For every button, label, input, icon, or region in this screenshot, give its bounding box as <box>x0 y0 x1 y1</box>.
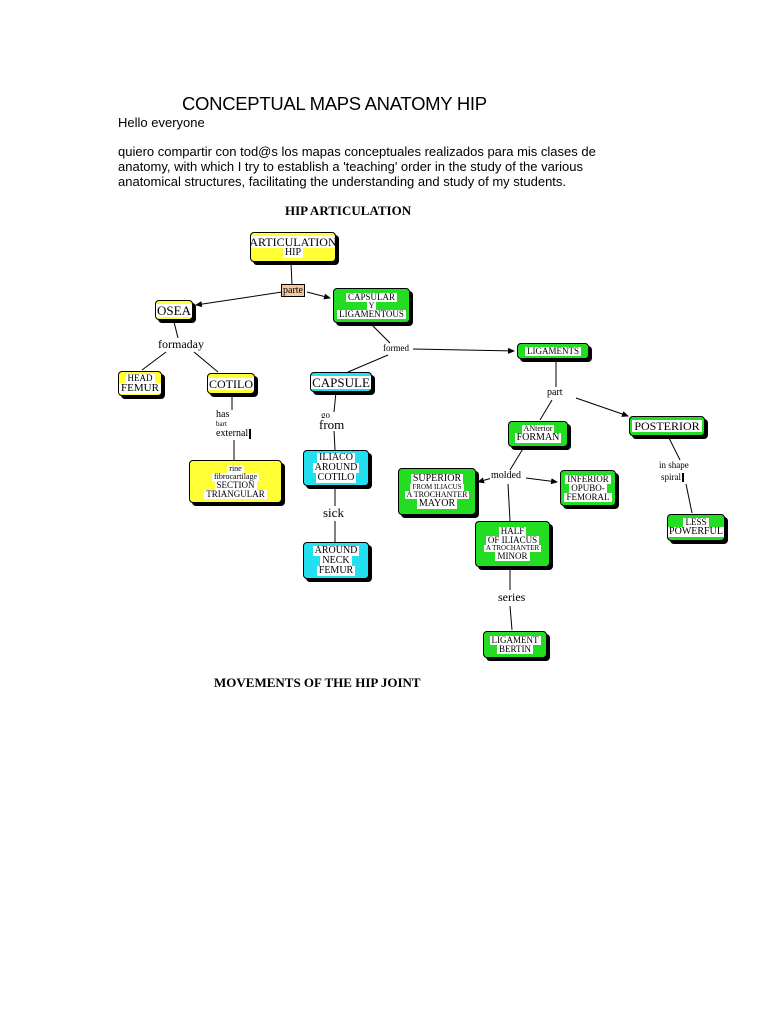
node-line: LIGAMENTOUS <box>337 308 406 319</box>
link-capsule-go <box>333 391 337 413</box>
node-line: FEMUR <box>316 564 356 576</box>
node-line: MINOR <box>495 551 530 561</box>
node-line: HIP <box>282 247 304 258</box>
label-in-shape: in shape <box>658 460 690 470</box>
node-capsule[interactable]: CAPSULE <box>310 372 372 392</box>
node-line: A TROCHANTER <box>483 544 542 552</box>
link-parte-capsular <box>306 291 331 300</box>
node-line: CAPSULAR <box>345 291 397 302</box>
link-part-anterior <box>539 399 553 421</box>
link-molded-superior <box>477 477 493 484</box>
node-line: FEMUR <box>119 381 161 394</box>
page-title: CONCEPTUAL MAPS ANATOMY HIP <box>182 93 487 114</box>
node-line: HALF <box>498 526 527 536</box>
node-line: Y <box>366 300 377 310</box>
label-go: go <box>320 410 331 420</box>
node-line: ANterior <box>521 424 555 433</box>
link-formed-capsule <box>347 354 389 373</box>
link-articulation-parte <box>290 262 293 286</box>
node-capsular-ligamentous[interactable]: CAPSULAR Y LIGAMENTOUS <box>333 288 410 323</box>
node-osea[interactable]: OSEA <box>155 300 193 320</box>
label-parte: parte <box>281 284 305 297</box>
label-from: from <box>318 417 346 432</box>
node-line: SUPERIOR <box>410 473 464 484</box>
node-articulation-hip[interactable]: ARTICULATION HIP <box>250 232 336 262</box>
node-line: AROUND <box>312 462 360 473</box>
label-formed: formed <box>382 343 410 353</box>
greeting-text: Hello everyone <box>118 115 205 130</box>
intro-line-3: anatomical structures, facilitating the … <box>118 174 567 189</box>
node-line: LESS <box>683 517 709 527</box>
node-line: HEAD <box>125 372 155 383</box>
node-line: CAPSULE <box>311 374 371 390</box>
node-line: AROUND <box>312 544 360 556</box>
node-line: OSEA <box>156 302 192 318</box>
label-bart: bart <box>215 420 228 428</box>
label-series: series <box>497 590 527 604</box>
link-formed-ligaments <box>412 347 515 354</box>
node-line: OF ILIACUS <box>485 535 540 545</box>
node-line: FROM ILIACUS <box>410 483 464 491</box>
node-anterior-forman[interactable]: ANterior FORMAN <box>508 421 568 447</box>
node-line: A TROCHANTER <box>404 490 470 499</box>
link-molded-half <box>507 483 511 522</box>
node-line: POSTERIOR <box>632 419 702 433</box>
link-part-posterior <box>575 397 629 417</box>
link-anterior-molded <box>509 446 525 471</box>
link-molded-inferior <box>525 477 558 485</box>
link-spiral-less <box>685 483 693 514</box>
node-line: LIGAMENT <box>489 634 541 645</box>
node-line: ILIACO <box>317 452 355 463</box>
node-line: rine <box>227 463 244 473</box>
label-part: part <box>546 387 564 398</box>
node-line: POWERFUL <box>668 526 724 537</box>
map-title: HIP ARTICULATION <box>285 203 412 218</box>
node-fibrocartilage[interactable]: rine fibrocartilage SECTION TRIANGULAR <box>189 460 282 503</box>
label-external: external <box>215 429 252 439</box>
node-line: TRIANGULAR <box>204 488 267 499</box>
node-line: FEMORAL <box>564 491 612 502</box>
node-superior[interactable]: SUPERIOR FROM ILIACUS A TROCHANTER MAYOR <box>398 468 476 515</box>
node-head-femur[interactable]: HEAD FEMUR <box>118 371 162 396</box>
node-line: NECK <box>320 554 352 566</box>
link-parte-osea <box>195 291 283 308</box>
node-line: FORMAN <box>514 432 562 443</box>
label-has: has <box>215 409 231 420</box>
node-line: OPUBO- <box>569 482 607 493</box>
node-half[interactable]: HALF OF ILIACUS A TROCHANTER MINOR <box>475 521 550 567</box>
node-less-powerful[interactable]: LESS POWERFUL <box>667 514 725 541</box>
node-posterior[interactable]: POSTERIOR <box>629 416 705 436</box>
link-capsular-formed <box>369 322 391 344</box>
node-line: SECTION <box>214 479 257 490</box>
link-posterior-inshape <box>667 435 681 461</box>
node-around-neck-femur[interactable]: AROUND NECK FEMUR <box>303 542 369 579</box>
node-line: COTILO <box>315 472 357 483</box>
node-iliaco[interactable]: ILIACO AROUND COTILO <box>303 450 369 486</box>
section-heading-movements: MOVEMENTS OF THE HIP JOINT <box>214 675 421 690</box>
node-line: BERTIN <box>497 643 533 654</box>
label-molded: molded <box>490 470 522 481</box>
node-line: fibrocartilage <box>211 471 260 481</box>
intro-line-1: quiero compartir con tod@s los mapas con… <box>118 144 596 159</box>
node-inferior[interactable]: INFERIOR OPUBO- FEMORAL <box>560 470 616 506</box>
node-line: INFERIOR <box>565 473 611 484</box>
label-spiral: spiral <box>660 473 684 482</box>
link-osea-formaday <box>173 321 179 339</box>
link-formaday-cotilo <box>193 351 219 373</box>
link-from-iliaco <box>333 429 336 451</box>
label-formaday: formaday <box>157 337 205 351</box>
node-line: MAYOR <box>416 498 458 509</box>
node-cotilo[interactable]: COTILO <box>207 373 255 394</box>
node-line: LIGAMENTS <box>525 345 581 356</box>
intro-line-2: anatomy, with which I try to establish a… <box>118 159 584 174</box>
node-line: COTILO <box>208 376 254 391</box>
link-formaday-head <box>141 351 167 371</box>
link-series-bertin <box>509 605 513 631</box>
node-ligaments[interactable]: LIGAMENTS <box>517 343 589 359</box>
node-line: ARTICULATION <box>251 236 335 248</box>
node-ligament-bertin[interactable]: LIGAMENT BERTIN <box>483 631 547 658</box>
label-sick: sick <box>322 505 345 520</box>
